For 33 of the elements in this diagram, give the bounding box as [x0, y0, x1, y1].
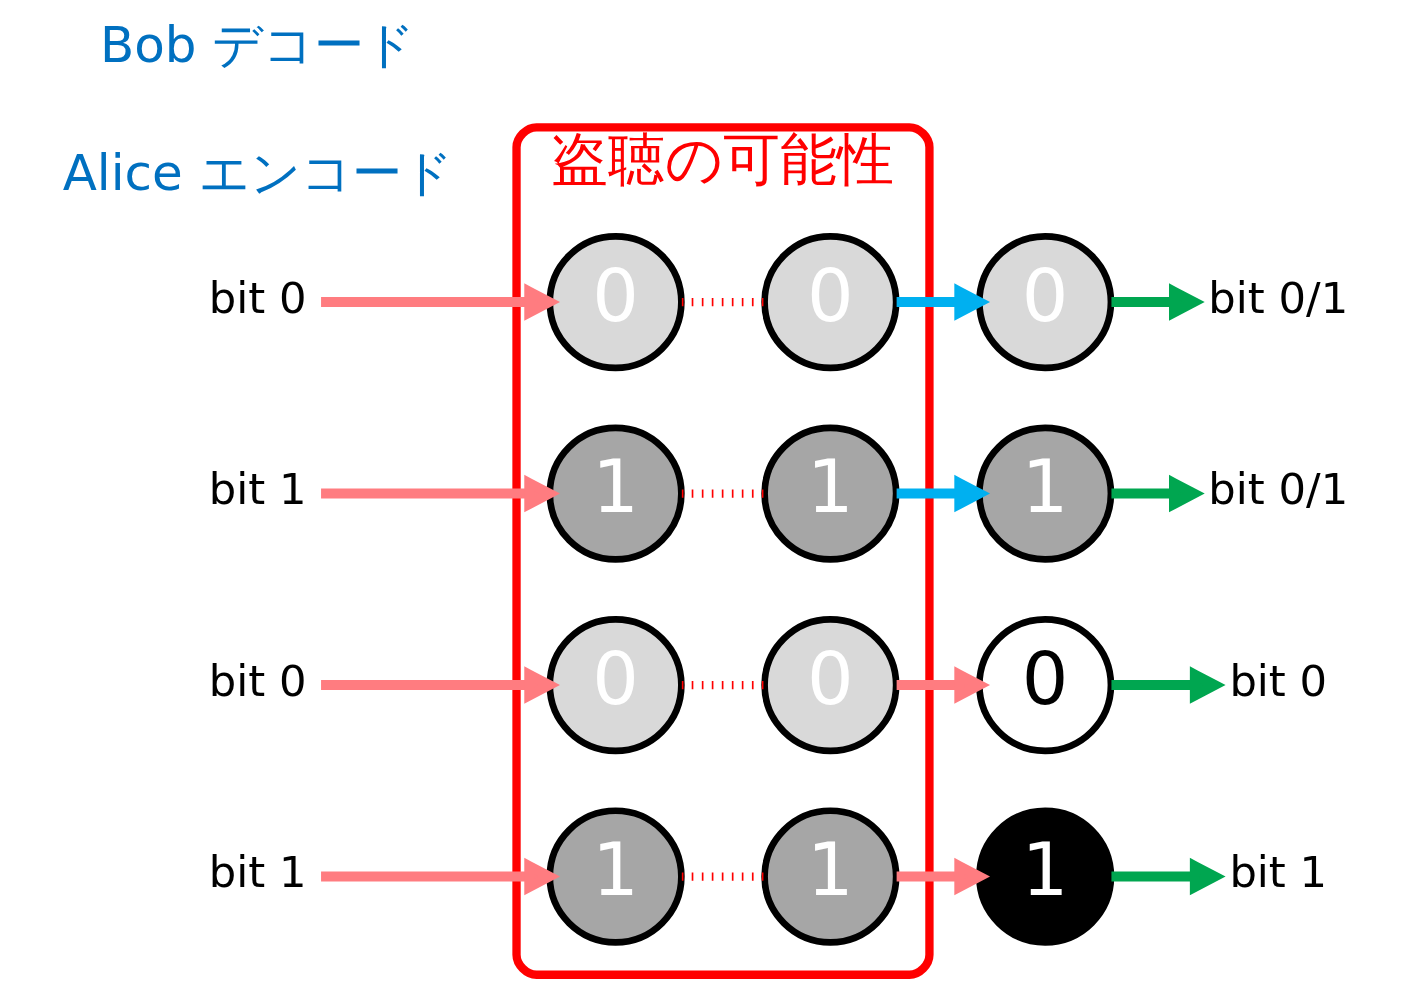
arrow: [1110, 666, 1226, 704]
node-circle: 1: [546, 424, 685, 563]
node-text: bit 0/1: [1207, 464, 1348, 515]
node-text: bit 0: [208, 272, 306, 323]
arrow: [320, 857, 560, 896]
arrow: [896, 474, 990, 513]
arrow: [896, 283, 990, 321]
node-circle: 1: [760, 807, 899, 946]
arrow: [320, 666, 560, 704]
connector: [681, 297, 764, 307]
connector: [681, 680, 764, 690]
node-text: bit 0: [208, 655, 306, 706]
connector: [681, 489, 764, 498]
node-circle: 1: [546, 807, 685, 946]
arrow: [896, 857, 990, 896]
node-text: bit 1: [1228, 847, 1327, 898]
node-circle: 1: [760, 424, 899, 563]
label: Alice エンコード: [62, 143, 453, 202]
node-circle: 1: [975, 424, 1114, 563]
arrow: [320, 474, 560, 513]
label: Bob デコード: [99, 15, 415, 74]
node-text: bit 0: [1228, 655, 1327, 706]
node-text: bit 1: [208, 464, 306, 515]
connector: [681, 872, 764, 881]
node-circle: 1: [975, 807, 1114, 946]
arrow: [1110, 857, 1226, 896]
arrow: [320, 283, 560, 321]
node-text: bit 0/1: [1207, 272, 1348, 323]
arrow: [1110, 283, 1205, 321]
node-circle: 0: [975, 615, 1114, 755]
arrow: [896, 666, 990, 704]
arrow: [1110, 474, 1205, 513]
node-text: bit 1: [208, 847, 306, 898]
